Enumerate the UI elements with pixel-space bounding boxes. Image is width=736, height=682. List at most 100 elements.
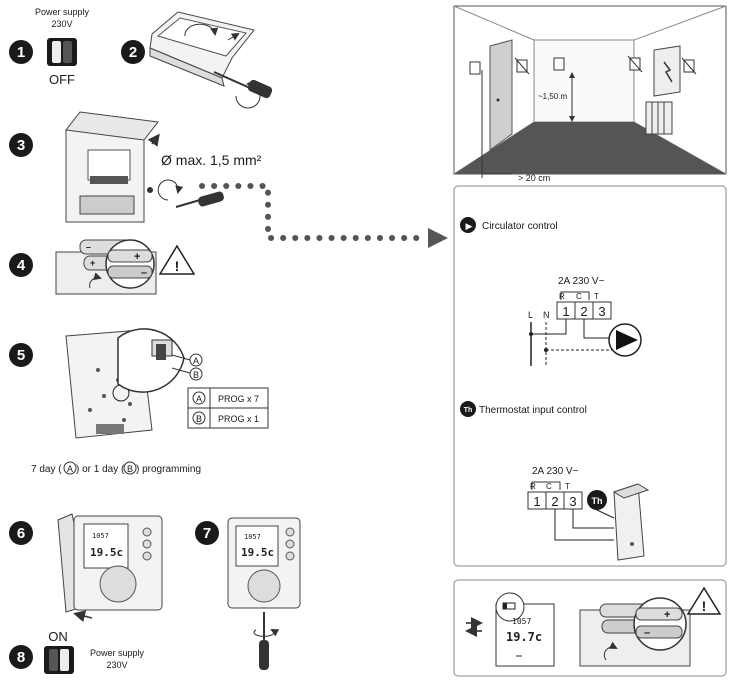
programming-table: A PROG x 7 B PROG x 1 (187, 387, 269, 429)
thermostat-input-icon-glyph: Th (464, 407, 473, 414)
thermostat-open-housing-icon (65, 111, 160, 223)
step-8: 8 ON Power supply 230V (9, 629, 145, 674)
cable-section-label: Ø max. 1,5 mm² (161, 152, 262, 168)
thermostat-input-icon (460, 401, 476, 417)
step-6-number: 6 (17, 525, 25, 542)
switch-off-icon (47, 38, 77, 66)
terminal-2: 2 (580, 304, 587, 319)
warning-icon: ! (686, 586, 722, 615)
terminal-6: 3 (569, 494, 576, 509)
step-3-badge (9, 133, 33, 157)
swap-arrows-icon (465, 617, 483, 637)
thermostat-symbol-label: Th (592, 496, 603, 506)
circulator-icon (460, 217, 476, 233)
pcb-jumper-icon (65, 328, 191, 439)
circulator-rating: 2A 230 V~ (558, 276, 605, 287)
thermostat-correct-icon (553, 57, 565, 71)
step-5: 5 A B A PROG x 7 B PROG x 1 (9, 328, 269, 475)
switch-on-icon (44, 646, 74, 674)
battery-plus-label: + (134, 251, 140, 263)
caption-part-3: ) programming (136, 464, 201, 475)
step-3: 3 Ø max. 1,5 mm² (9, 111, 262, 223)
thermostat-symbol (587, 490, 607, 510)
pump-symbol (608, 323, 642, 357)
warning-mark-2: ! (702, 598, 707, 614)
screwdriver-icon (253, 612, 280, 670)
caption-part-1: 7 day ( (31, 464, 62, 475)
jumper-b-circle (189, 367, 203, 381)
table-row-a-label: PROG x 7 (218, 394, 259, 404)
step-2-number: 2 (129, 44, 137, 61)
caption-a-letter: A (67, 464, 73, 474)
step-1-off-label: OFF (49, 72, 75, 87)
step-4-badge (9, 253, 33, 277)
step-7-number: 7 (203, 525, 211, 542)
step-2-badge (121, 40, 145, 64)
lcd-time-2: 1057 (244, 533, 261, 541)
room-placement-panel: ~1,50 m > 20 cm (453, 5, 727, 183)
battery-panel: 1057 19.7c + – ! (453, 579, 727, 677)
thermostat-input-title: Thermostat input control (479, 405, 587, 416)
step-1-badge (9, 40, 33, 64)
dotted-arrow (199, 183, 448, 248)
step-4: 4 + – – + ! (9, 239, 196, 295)
step-1-number: 1 (17, 44, 25, 61)
thermostat-input-rating: 2A 230 V~ (532, 466, 579, 477)
terminal-t-1: T (594, 292, 599, 301)
thermostat-opening-icon (149, 11, 255, 87)
terminal-t-2: T (565, 482, 570, 491)
battery-minus-label-3: – (644, 627, 650, 639)
programming-caption: 7 day ( A ) or 1 day ( B ) programming (31, 461, 201, 475)
step-5-number: 5 (17, 347, 25, 364)
lcd-temp-3: 19.7c (506, 630, 542, 644)
lcd-time-1: 1057 (92, 532, 109, 540)
terminal-c-2: C (546, 482, 552, 491)
wiring-panel: ▶ Circulator control 2A 230 V~ R C T 1 2… (453, 185, 727, 567)
terminal-5: 2 (551, 494, 558, 509)
lcd-temp-1: 19.5c (90, 546, 123, 559)
table-row-b-label: PROG x 1 (218, 414, 259, 424)
caption-b-letter: B (127, 464, 133, 474)
step-5-badge (9, 343, 33, 367)
radiator-icon (645, 101, 673, 135)
step-6-badge (9, 521, 33, 545)
step-8-voltage-label: 230V (106, 660, 127, 670)
caption-part-2: ) or 1 day ( (76, 464, 125, 475)
step-4-number: 4 (17, 257, 26, 274)
step-1-power-supply-label: Power supply (35, 7, 90, 17)
terminal-r-2: R (530, 482, 536, 491)
table-row-b-letter: B (196, 414, 202, 424)
terminal-1: 1 (562, 304, 569, 319)
step-1: 1 Power supply 230V OFF (9, 7, 90, 87)
screwdriver-icon (147, 179, 224, 208)
terminal-r-1: R (559, 292, 565, 301)
line-n-label: N (543, 310, 550, 320)
terminal-3: 3 (598, 304, 605, 319)
warning-icon: ! (158, 244, 196, 275)
step-8-badge (9, 645, 33, 669)
step-2: 2 (121, 11, 273, 109)
battery-plus-label-3: + (664, 609, 670, 621)
jumper-a-letter: A (193, 356, 199, 366)
boiler-icon (612, 483, 650, 561)
battery-minus-label-2: – (86, 242, 91, 252)
lcd-temp-2: 19.5c (241, 546, 274, 559)
jumper-a-circle (189, 353, 203, 367)
thermostat-wrong-icon (469, 61, 481, 75)
battery-replace-icon: + – (579, 597, 691, 667)
screwdriver-icon (213, 71, 273, 109)
step-1-voltage-label: 230V (51, 19, 72, 29)
lcd-time-3: 1057 (512, 617, 531, 626)
distance-label: > 20 cm (518, 173, 550, 183)
battery-insert-icon: + – – + (55, 239, 157, 295)
line-l-label: L (528, 310, 533, 320)
terminal-4: 1 (533, 494, 540, 509)
step-3-number: 3 (17, 137, 25, 154)
step-8-power-supply-label: Power supply (90, 648, 145, 658)
battery-plus-label-2: + (90, 258, 95, 268)
warning-mark: ! (175, 258, 180, 274)
step-7-badge (195, 521, 219, 545)
table-row-a-letter: A (196, 394, 202, 404)
terminal-c-1: C (576, 292, 582, 301)
